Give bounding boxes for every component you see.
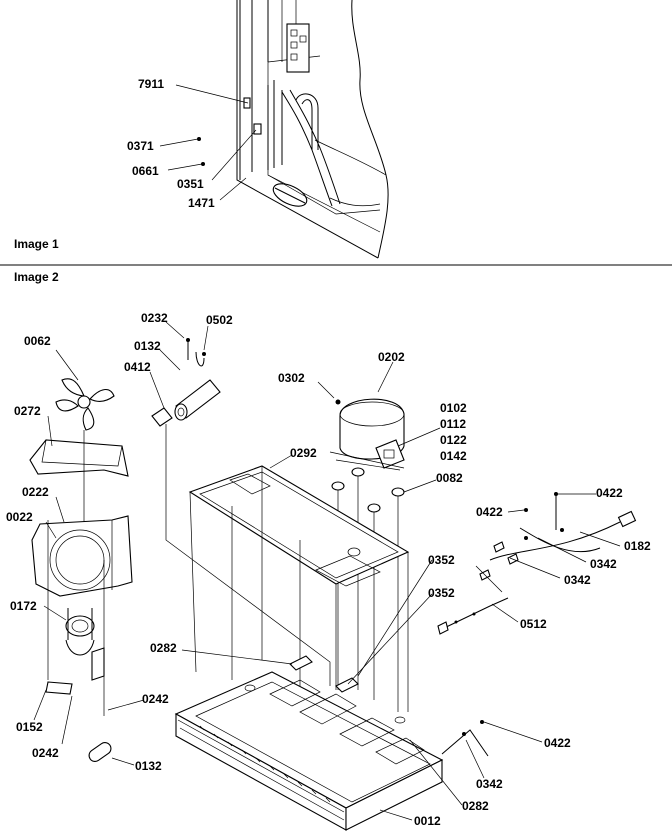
- callout-0272: 0272: [14, 404, 41, 418]
- callout-0222: 0222: [22, 485, 49, 499]
- image2-labels: 0232 0502 0062 0132 0412 0302 0202 0102 …: [6, 311, 651, 828]
- callout-0082: 0082: [436, 471, 463, 485]
- callout-0342-c: 0342: [476, 777, 503, 791]
- image2-drawing: [29, 338, 637, 831]
- callout-0132-top: 0132: [134, 339, 161, 353]
- image2-caption: Image 2: [14, 270, 59, 284]
- callout-0242-b: 0242: [32, 746, 59, 760]
- compressor: [329, 398, 405, 471]
- callout-0282-a: 0282: [150, 641, 177, 655]
- callout-0422-bottom: 0422: [544, 736, 571, 750]
- base-tray: [174, 671, 444, 831]
- callout-0502: 0502: [206, 313, 233, 327]
- callout-0102: 0102: [440, 401, 467, 415]
- callout-0661: 0661: [132, 164, 159, 178]
- callout-0352-a: 0352: [428, 553, 455, 567]
- callout-0351: 0351: [177, 177, 204, 191]
- image1-drawing: [236, 0, 389, 259]
- image1-labels: 7911 0371 0661 0351 1471: [127, 77, 215, 210]
- callout-0371: 0371: [127, 139, 154, 153]
- callout-0202: 0202: [378, 350, 405, 364]
- callout-0112: 0112: [440, 417, 466, 431]
- image1-leaders: [159, 84, 257, 201]
- callout-0422-top: 0422: [596, 486, 623, 500]
- callout-0422-mid: 0422: [476, 505, 503, 519]
- callout-0182: 0182: [624, 539, 651, 553]
- callout-0302: 0302: [278, 371, 305, 385]
- callout-0062: 0062: [24, 334, 51, 348]
- callout-0512: 0512: [520, 617, 547, 631]
- callout-0282-b: 0282: [462, 799, 489, 813]
- callout-7911: 7911: [138, 77, 164, 91]
- callout-0132-bottom: 0132: [135, 759, 162, 773]
- callout-0142: 0142: [440, 449, 467, 463]
- callout-0352-b: 0352: [428, 586, 455, 600]
- callout-0342-a: 0342: [590, 557, 617, 571]
- callout-0152: 0152: [16, 720, 43, 734]
- fan-blade: [55, 378, 115, 431]
- grommets: [331, 467, 405, 513]
- image2-leaders: [33, 321, 621, 821]
- callout-0292: 0292: [290, 446, 317, 460]
- callout-0342-b: 0342: [564, 573, 591, 587]
- callout-0242-a: 0242: [142, 692, 169, 706]
- callout-0232: 0232: [141, 311, 168, 325]
- callout-0412: 0412: [124, 360, 151, 374]
- callout-0012: 0012: [414, 814, 441, 828]
- image1-caption: Image 1: [14, 237, 59, 251]
- callout-1471: 1471: [188, 196, 215, 210]
- callout-0022: 0022: [6, 510, 33, 524]
- callout-0172: 0172: [10, 599, 37, 613]
- wire-harness: [479, 492, 637, 581]
- callout-0122: 0122: [440, 433, 467, 447]
